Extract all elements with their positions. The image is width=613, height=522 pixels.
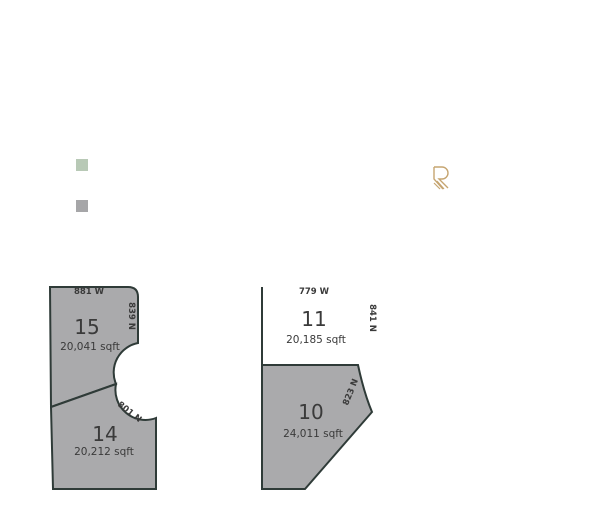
logo-r-stem <box>433 167 444 190</box>
legend-available-swatch <box>76 159 88 171</box>
lot-15-area: 20,041 sqft <box>60 341 120 353</box>
lot-15-number: 15 <box>74 315 99 339</box>
lot-15-shape[interactable] <box>48 286 139 409</box>
lot-14-number: 14 <box>92 422 117 446</box>
lot-11-number: 11 <box>301 307 326 331</box>
logo-r-line <box>436 180 445 190</box>
lot-11-address-north: 841 N <box>367 304 377 332</box>
lot-10[interactable]: 10 24,011 sqft 823 N <box>261 364 374 490</box>
lot-15-address-north: 839 N <box>126 302 136 330</box>
lot-15[interactable]: 15 20,041 sqft 881 W 839 N <box>48 286 139 409</box>
lot-10-shape[interactable] <box>261 364 374 490</box>
r-monogram-logo <box>433 166 449 190</box>
lot-10-area: 24,011 sqft <box>283 428 343 440</box>
lot-15-address-west: 881 W <box>74 287 105 297</box>
lot-10-number: 10 <box>298 400 323 424</box>
logo-r-path <box>434 166 449 189</box>
lot-11[interactable]: 11 20,185 sqft 779 W 841 N <box>261 287 377 366</box>
lot-11-address-west: 779 W <box>299 287 330 297</box>
legend-sold-swatch <box>76 200 88 212</box>
lot-11-area: 20,185 sqft <box>286 334 346 346</box>
lot-14[interactable]: 14 20,212 sqft 801 N <box>49 382 157 490</box>
lot-14-area: 20,212 sqft <box>74 446 134 458</box>
logo-r-line <box>433 182 441 190</box>
